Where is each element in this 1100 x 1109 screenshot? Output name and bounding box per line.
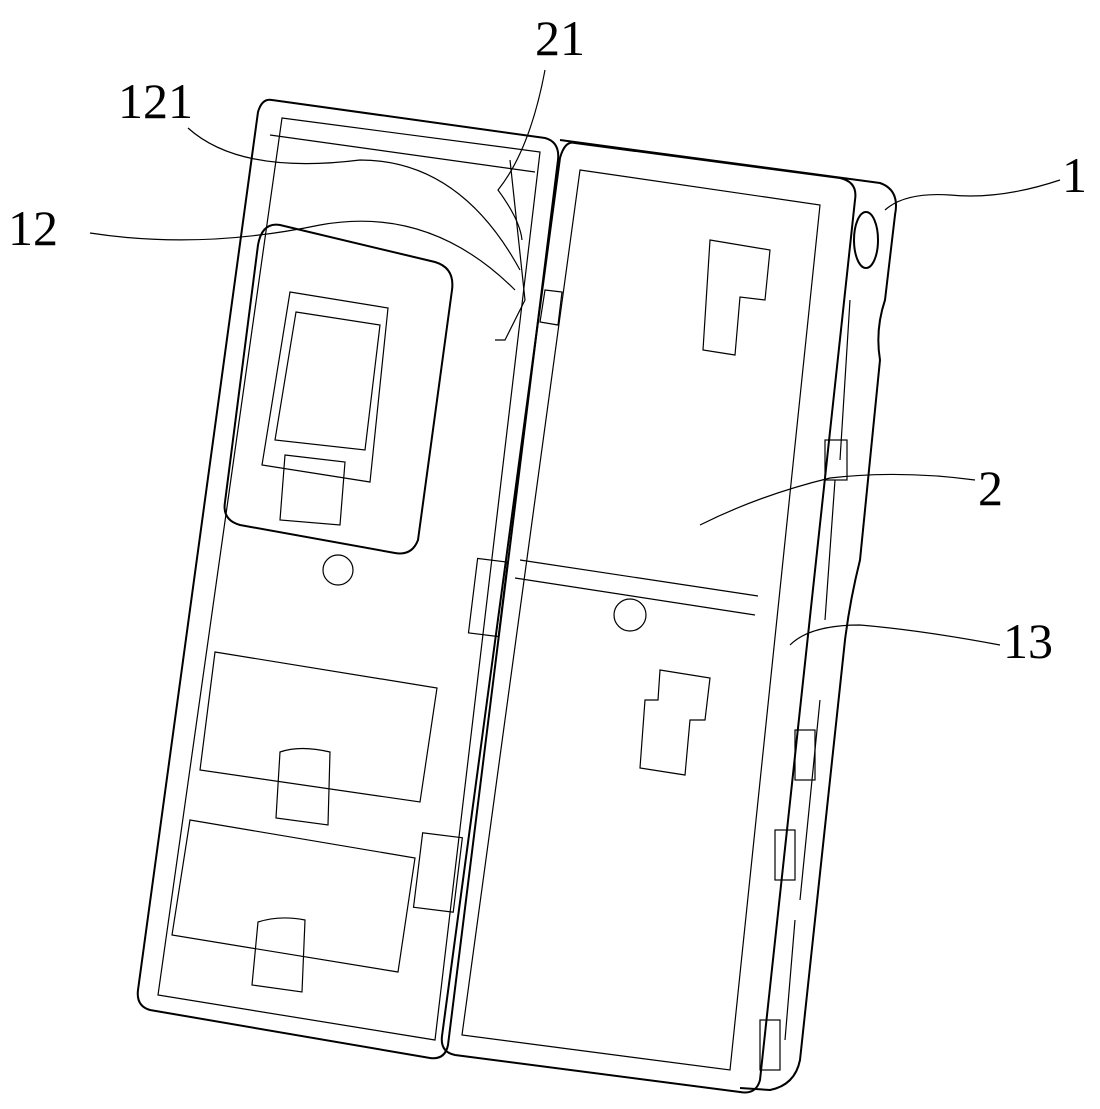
label-12: 12 [8, 200, 58, 256]
label-2: 2 [978, 460, 1003, 516]
leader-lines [90, 70, 1060, 645]
left-cover-panel [138, 100, 558, 1058]
leader-21 [498, 70, 545, 240]
label-13: 13 [1003, 613, 1053, 669]
label-21: 21 [535, 10, 585, 66]
leader-1 [885, 180, 1060, 210]
leader-2 [700, 474, 975, 525]
label-1: 1 [1062, 147, 1087, 203]
leader-13 [790, 625, 1000, 645]
leader-121 [188, 128, 520, 270]
right-cover-panel-2 [442, 143, 856, 1093]
label-121: 121 [118, 73, 193, 129]
